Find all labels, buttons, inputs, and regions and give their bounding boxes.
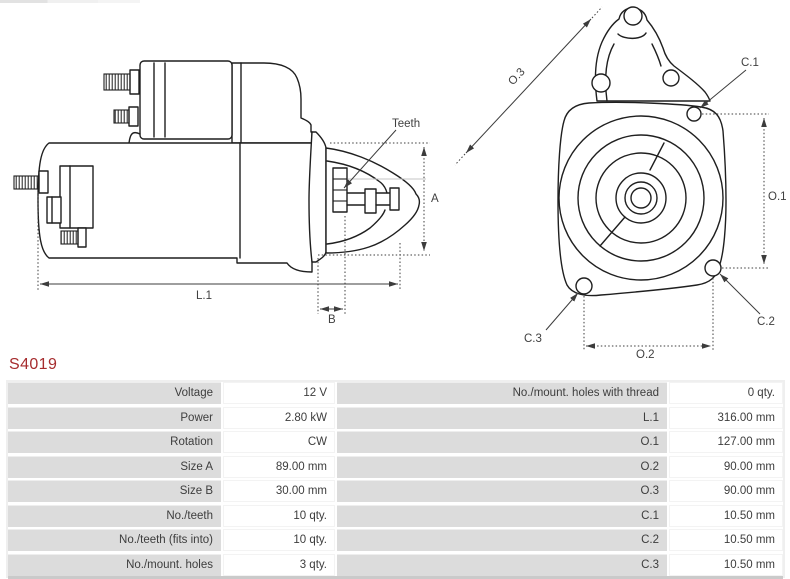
spec-value: 3 qty. xyxy=(223,553,335,576)
flange-edge xyxy=(308,131,327,263)
spec-value: 89.00 mm xyxy=(223,455,335,478)
spec-value: 316.00 mm xyxy=(669,406,783,429)
dimension-c3: C.3 xyxy=(524,292,579,345)
spec-label: Voltage xyxy=(8,382,221,404)
spec-table: Voltage 12 V No./mount. holes with threa… xyxy=(6,380,785,578)
spec-label: No./mount. holes xyxy=(8,553,221,576)
dimension-c2-label: C.2 xyxy=(757,316,775,328)
spec-value: 10.50 mm xyxy=(669,504,783,527)
spec-label: Size B xyxy=(8,480,221,502)
dimension-l1-label: L.1 xyxy=(196,290,212,302)
dimension-c1-label: C.1 xyxy=(741,57,759,69)
rear-end-details xyxy=(13,165,94,248)
hole-c3 xyxy=(575,277,593,295)
spec-value: 10 qty. xyxy=(223,529,335,551)
dimension-o1: O.1 xyxy=(702,113,787,269)
spec-value: CW xyxy=(223,431,335,453)
spec-label: C.3 xyxy=(337,553,667,576)
housing-circles xyxy=(558,115,724,281)
spec-label: O.3 xyxy=(337,480,667,502)
teeth-label: Teeth xyxy=(392,118,420,130)
dimension-a-label: A xyxy=(431,193,439,205)
terminal-bolts xyxy=(103,69,140,127)
top-bracket xyxy=(591,6,711,102)
dimension-a: A xyxy=(318,142,439,256)
teeth-annotation: Teeth xyxy=(343,118,420,189)
hole-c2 xyxy=(704,259,722,277)
spec-label: Power xyxy=(8,406,221,429)
spec-label: O.2 xyxy=(337,455,667,478)
table-cutoff-row xyxy=(8,576,783,579)
pinion-gear xyxy=(332,167,348,213)
spec-label: No./mount. holes with thread xyxy=(337,382,667,404)
dimension-l1: L.1 xyxy=(37,192,401,302)
spec-value: 2.80 kW xyxy=(223,406,335,429)
drive-frame-upper xyxy=(231,62,313,144)
spec-label: C.2 xyxy=(337,529,667,551)
spec-value: 90.00 mm xyxy=(669,480,783,502)
dimension-o2-label: O.2 xyxy=(636,349,655,360)
spec-label: L.1 xyxy=(337,406,667,429)
dimension-o1-label: O.1 xyxy=(768,191,787,203)
hole-c1 xyxy=(686,106,702,122)
spec-value: 10.50 mm xyxy=(669,553,783,576)
spec-value: 90.00 mm xyxy=(669,455,783,478)
spec-value: 30.00 mm xyxy=(223,480,335,502)
dimension-c1: C.1 xyxy=(699,57,759,109)
side-view-drawing: Teeth A L.1 B xyxy=(13,60,439,326)
spec-label: No./teeth (fits into) xyxy=(8,529,221,551)
dimension-o3-label: O.3 xyxy=(506,66,527,88)
pinion-shaft xyxy=(346,187,400,214)
dimension-b: B xyxy=(317,216,346,326)
solenoid xyxy=(128,60,233,144)
spec-label: Rotation xyxy=(8,431,221,453)
spec-value: 10.50 mm xyxy=(669,529,783,551)
part-number: S4019 xyxy=(9,356,58,373)
dimension-c3-label: C.3 xyxy=(524,333,542,345)
technical-drawing: Teeth A L.1 B xyxy=(13,6,787,360)
spec-value: 12 V xyxy=(223,382,335,404)
spec-value: 10 qty. xyxy=(223,504,335,527)
mounting-flange xyxy=(557,101,727,297)
spec-value: 0 qty. xyxy=(669,382,783,404)
spec-value: 127.00 mm xyxy=(669,431,783,453)
dimension-b-label: B xyxy=(328,314,336,326)
dimension-c2: C.2 xyxy=(719,273,775,328)
spec-label: Size A xyxy=(8,455,221,478)
motor-body xyxy=(37,142,313,273)
spec-label: No./teeth xyxy=(8,504,221,527)
spec-label: C.1 xyxy=(337,504,667,527)
dimension-o2: O.2 xyxy=(583,278,714,360)
front-view-drawing: O.3 O.1 O.2 C.1 xyxy=(454,6,787,360)
spec-label: O.1 xyxy=(337,431,667,453)
cropped-logo-remnant xyxy=(0,0,140,3)
